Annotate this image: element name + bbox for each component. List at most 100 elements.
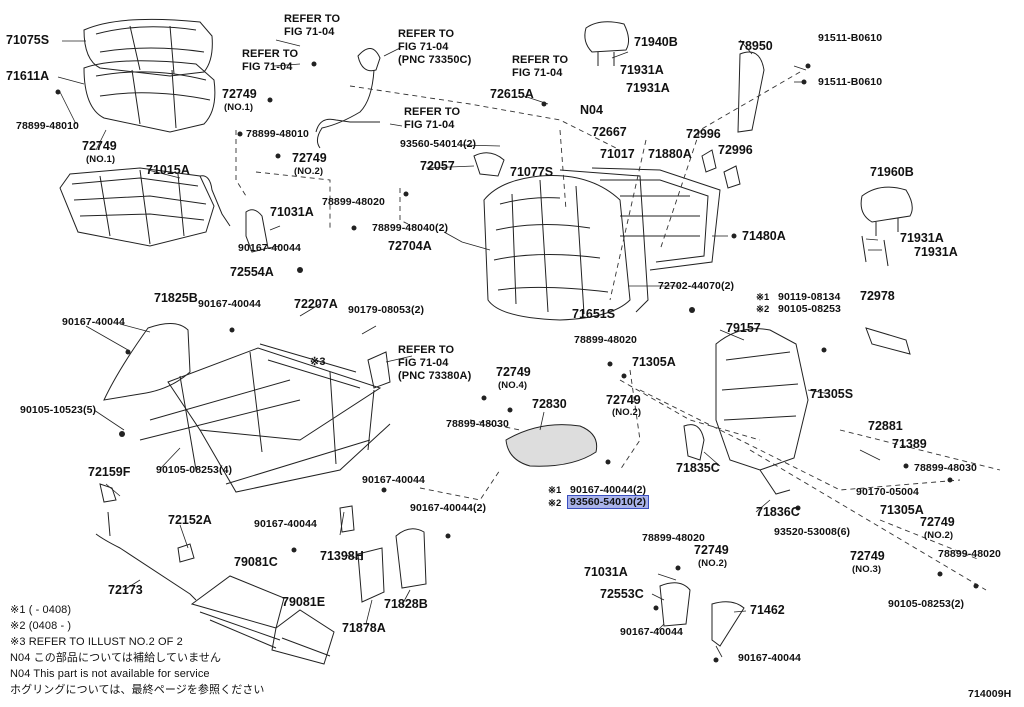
callout-90167-40044c[interactable]: 90167-40044 bbox=[62, 316, 125, 328]
callout-90170-05004[interactable]: 90170-05004 bbox=[856, 486, 919, 498]
callout-71611a[interactable]: 71611A bbox=[6, 69, 50, 83]
callout-90119-08134[interactable]: 90119-08134 bbox=[778, 291, 841, 303]
callout-71960b[interactable]: 71960B bbox=[870, 165, 914, 179]
callout-72173[interactable]: 72173 bbox=[108, 583, 143, 597]
callout-90105-10523[interactable]: 90105-10523(5) bbox=[20, 404, 97, 416]
callout-71389[interactable]: 71389 bbox=[892, 437, 927, 451]
callout-78899-48040[interactable]: 78899-48040(2) bbox=[372, 222, 449, 234]
callout-72554a[interactable]: 72554A bbox=[230, 265, 274, 279]
callout-78899-48010b[interactable]: 78899-48010 bbox=[246, 128, 309, 140]
callout-72159f[interactable]: 72159F bbox=[88, 465, 131, 479]
callout-71880a[interactable]: 71880A bbox=[648, 147, 692, 161]
callout-93520-53008[interactable]: 93520-53008(6) bbox=[774, 526, 851, 538]
callout-71031a[interactable]: 71031A bbox=[270, 205, 314, 219]
callout-72553c[interactable]: 72553C bbox=[600, 587, 644, 601]
callout-90105-08253c[interactable]: 90105-08253(2) bbox=[888, 598, 965, 610]
callout-90105-08253b[interactable]: 90105-08253 bbox=[778, 303, 841, 315]
callout-71931a-a[interactable]: 71931A bbox=[620, 63, 664, 77]
callout-n04[interactable]: N04 bbox=[580, 103, 603, 117]
callout-91511-b0610a[interactable]: 91511-B0610 bbox=[818, 32, 883, 44]
callout-no2b-qualifier: (NO.2) bbox=[612, 407, 642, 418]
callout-90167-40044f[interactable]: 90167-40044(2) bbox=[410, 502, 487, 514]
callout-78899-48030b[interactable]: 78899-48030 bbox=[914, 462, 977, 474]
refer-note-a-line1: REFER TO bbox=[284, 13, 341, 25]
refer-note-b-line2[interactable]: FIG 71-04 bbox=[242, 61, 293, 73]
callout-78899-48020b[interactable]: 78899-48020 bbox=[574, 334, 637, 346]
callout-90105-08253a[interactable]: 90105-08253(4) bbox=[156, 464, 233, 476]
callout-72749-no1b[interactable]: 72749 bbox=[222, 87, 257, 101]
callout-71077s[interactable]: 71077S bbox=[510, 165, 554, 179]
refer-note-e-line2[interactable]: FIG 71-04 bbox=[512, 67, 563, 79]
callout-90167-40044h[interactable]: 90167-40044 bbox=[620, 626, 683, 638]
callout-71940b[interactable]: 71940B bbox=[634, 35, 678, 49]
callout-71075s[interactable]: 71075S bbox=[6, 33, 50, 47]
callout-79081c[interactable]: 79081C bbox=[234, 555, 278, 569]
callout-93560-54014[interactable]: 93560-54014(2) bbox=[400, 138, 477, 150]
right-frame-art bbox=[683, 327, 911, 495]
callout-90167-40044g[interactable]: 90167-40044 bbox=[254, 518, 317, 530]
callout-90179-08053[interactable]: 90179-08053(2) bbox=[348, 304, 425, 316]
callout-90167-40044a[interactable]: 90167-40044 bbox=[238, 242, 301, 254]
callout-72615a[interactable]: 72615A bbox=[490, 87, 534, 101]
callout-no4-qualifier: (NO.4) bbox=[498, 380, 528, 391]
callout-71031a-b[interactable]: 71031A bbox=[584, 565, 628, 579]
refer-note-e-line1: REFER TO bbox=[512, 54, 569, 66]
callout-71480a[interactable]: 71480A bbox=[742, 229, 786, 243]
callout-72152a[interactable]: 72152A bbox=[168, 513, 212, 527]
callout-72702-44070[interactable]: 72702-44070(2) bbox=[658, 280, 735, 292]
callout-78899-48030a[interactable]: 78899-48030 bbox=[446, 418, 509, 430]
callout-72749-no4[interactable]: 72749 bbox=[496, 365, 531, 379]
callout-72749-no2c[interactable]: 72749 bbox=[920, 515, 955, 529]
callout-79157[interactable]: 79157 bbox=[726, 321, 761, 335]
callout-78950[interactable]: 78950 bbox=[738, 39, 773, 53]
callout-72749-no1[interactable]: 72749 bbox=[82, 139, 117, 153]
refer-note-c-line1: REFER TO bbox=[398, 28, 455, 40]
callout-72749-no2d[interactable]: 72749 bbox=[694, 543, 729, 557]
callout-72749-no2b[interactable]: 72749 bbox=[606, 393, 641, 407]
callout-93560-54010-highlighted[interactable]: 93560-54010(2) bbox=[566, 495, 650, 509]
callout-71305a-a[interactable]: 71305A bbox=[632, 355, 676, 369]
callout-71828b[interactable]: 71828B bbox=[384, 597, 428, 611]
callout-78899-48020c[interactable]: 78899-48020 bbox=[938, 548, 1001, 560]
callout-71835c[interactable]: 71835C bbox=[676, 461, 720, 475]
callout-72207a[interactable]: 72207A bbox=[294, 297, 338, 311]
callout-72704a[interactable]: 72704A bbox=[388, 239, 432, 253]
callout-91511-b0610b[interactable]: 91511-B0610 bbox=[818, 76, 883, 88]
callout-79081e[interactable]: 79081E bbox=[282, 595, 326, 609]
callout-71305a-b[interactable]: 71305A bbox=[880, 503, 924, 517]
callout-78899-48020d[interactable]: 78899-48020 bbox=[642, 532, 705, 544]
callout-71398h[interactable]: 71398H bbox=[320, 549, 364, 563]
callout-71836c[interactable]: 71836C bbox=[756, 505, 800, 519]
callout-90167-40044i[interactable]: 90167-40044 bbox=[738, 652, 801, 664]
callout-72667[interactable]: 72667 bbox=[592, 125, 627, 139]
callout-78899-48020a[interactable]: 78899-48020 bbox=[322, 196, 385, 208]
callout-72749-no3[interactable]: 72749 bbox=[850, 549, 885, 563]
callout-71462[interactable]: 71462 bbox=[750, 603, 785, 617]
refer-note-a-line2[interactable]: FIG 71-04 bbox=[284, 26, 335, 38]
callout-71305s[interactable]: 71305S bbox=[810, 387, 854, 401]
callout-90167-40044e[interactable]: 90167-40044 bbox=[362, 474, 425, 486]
callout-72978[interactable]: 72978 bbox=[860, 289, 895, 303]
callout-90167-40044b[interactable]: 90167-40044 bbox=[198, 298, 261, 310]
callout-72830[interactable]: 72830 bbox=[532, 397, 567, 411]
callout-72057[interactable]: 72057 bbox=[420, 159, 455, 173]
callout-71878a[interactable]: 71878A bbox=[342, 621, 386, 635]
callout-71931a-b[interactable]: 71931A bbox=[626, 81, 670, 95]
refer-note-d-line2[interactable]: FIG 71-04 bbox=[404, 119, 455, 131]
callout-71931a-d[interactable]: 71931A bbox=[914, 245, 958, 259]
refer-note-f-line2[interactable]: FIG 71-04 bbox=[398, 357, 449, 369]
callout-78899-48010[interactable]: 78899-48010 bbox=[16, 120, 79, 132]
callout-71017[interactable]: 71017 bbox=[600, 147, 635, 161]
callout-71015a[interactable]: 71015A bbox=[146, 163, 190, 177]
refer-note-c-line2[interactable]: FIG 71-04 bbox=[398, 41, 449, 53]
callout-72996b[interactable]: 72996 bbox=[718, 143, 753, 157]
callout-90167-40044d[interactable]: 90167-40044(2) bbox=[570, 484, 647, 496]
callout-71651s[interactable]: 71651S bbox=[572, 307, 616, 321]
callout-71825b[interactable]: 71825B bbox=[154, 291, 198, 305]
callout-72996a[interactable]: 72996 bbox=[686, 127, 721, 141]
callout-72881[interactable]: 72881 bbox=[868, 419, 903, 433]
side-cover-71825b-art bbox=[103, 323, 191, 401]
callout-72749-no2a[interactable]: 72749 bbox=[292, 151, 327, 165]
callout-71931a-c[interactable]: 71931A bbox=[900, 231, 944, 245]
